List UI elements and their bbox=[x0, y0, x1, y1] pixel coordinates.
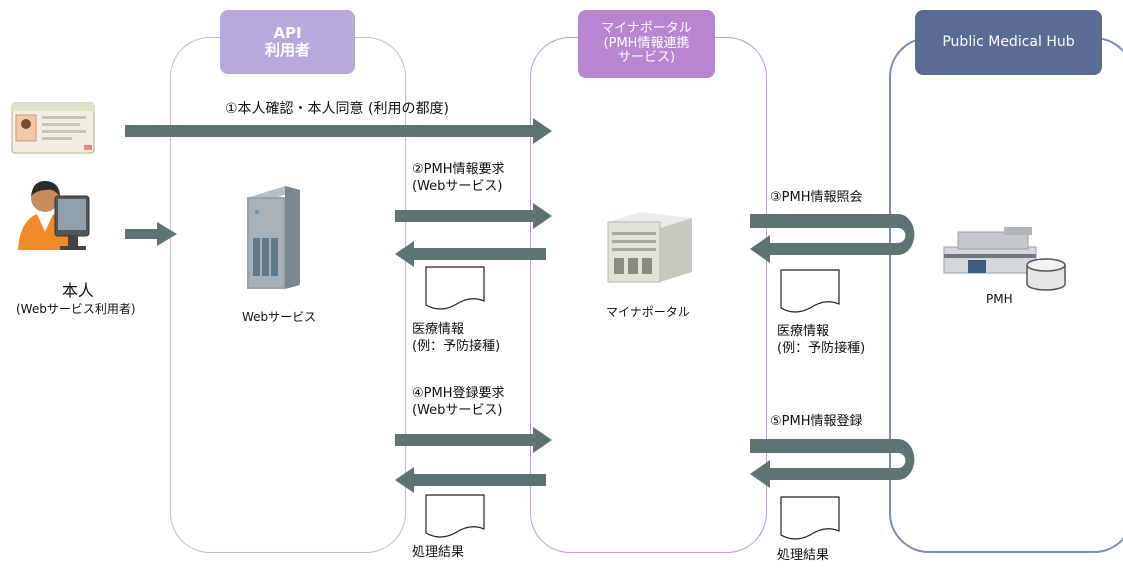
myna-portal-label: マイナポータル bbox=[606, 305, 690, 319]
arrow-step2 bbox=[395, 203, 552, 229]
document-icon-result-right bbox=[780, 496, 840, 540]
api-user-header-line1: API bbox=[273, 23, 302, 42]
arrow-medical-return bbox=[395, 241, 546, 267]
pmh-building-icon bbox=[943, 227, 1037, 274]
id-card-icon bbox=[11, 102, 95, 154]
web-service-label: Webサービス bbox=[242, 310, 317, 324]
medical-info-left-label: 医療情報 (例：予防接種) bbox=[412, 322, 500, 356]
step2-label: ②PMH情報要求 (Webサービス) bbox=[412, 162, 505, 196]
arrow-step5-loop bbox=[750, 439, 915, 488]
server-icon bbox=[247, 186, 300, 289]
myna-portal-header-line1: マイナポータル bbox=[601, 20, 692, 36]
person-computer-icon bbox=[18, 180, 90, 250]
medical-info-right-line1: 医療情報 bbox=[777, 324, 830, 339]
arrow-result-return bbox=[395, 467, 546, 493]
person-subtitle: (Webサービス利用者) bbox=[16, 302, 136, 316]
arrow-step3-loop bbox=[750, 214, 915, 263]
portal-server-icon bbox=[607, 212, 692, 283]
arrows bbox=[125, 118, 915, 493]
document-icon-medical-left bbox=[425, 266, 485, 310]
step4-label-line2: (Webサービス) bbox=[412, 402, 503, 418]
step4-label: ④PMH登録要求 (Webサービス) bbox=[412, 386, 505, 420]
arrow-step1 bbox=[125, 118, 552, 144]
document-icon-result-left bbox=[425, 494, 485, 538]
step3-label: ③PMH情報照会 bbox=[770, 190, 863, 205]
pmh-header: Public Medical Hub bbox=[915, 10, 1102, 75]
database-icon bbox=[1026, 258, 1066, 291]
myna-portal-header-line2: (PMH情報連携 bbox=[603, 35, 690, 51]
medical-info-right-label: 医療情報 (例：予防接種) bbox=[777, 324, 865, 358]
step2-label-line2: (Webサービス) bbox=[412, 178, 503, 194]
arrow-person-to-web bbox=[125, 222, 177, 246]
pmh-header-label: Public Medical Hub bbox=[942, 34, 1075, 51]
medical-info-left-line2: (例：予防接種) bbox=[412, 338, 501, 354]
pmh-label: PMH bbox=[986, 292, 1013, 306]
step1-label: ①本人確認・本人同意 (利用の都度) bbox=[225, 101, 449, 117]
step5-label: ⑤PMH情報登録 bbox=[770, 414, 863, 429]
myna-portal-header: マイナポータル (PMH情報連携 サービス) bbox=[578, 10, 715, 78]
myna-portal-header-line3: サービス) bbox=[617, 50, 676, 66]
medical-info-right-line2: (例：予防接種) bbox=[777, 340, 866, 356]
medical-info-left-line1: 医療情報 bbox=[412, 322, 465, 337]
api-user-header: API 利用者 bbox=[220, 10, 355, 74]
step2-label-line1: ②PMH情報要求 bbox=[412, 162, 505, 177]
step4-label-line1: ④PMH登録要求 bbox=[412, 386, 505, 401]
api-user-header-line2: 利用者 bbox=[264, 41, 310, 59]
result-right-label: 処理結果 bbox=[777, 548, 830, 563]
result-left-label: 処理結果 bbox=[412, 545, 465, 560]
person-name: 本人 bbox=[62, 281, 95, 300]
arrow-step4 bbox=[395, 427, 552, 453]
document-icon-medical-right bbox=[780, 269, 840, 313]
